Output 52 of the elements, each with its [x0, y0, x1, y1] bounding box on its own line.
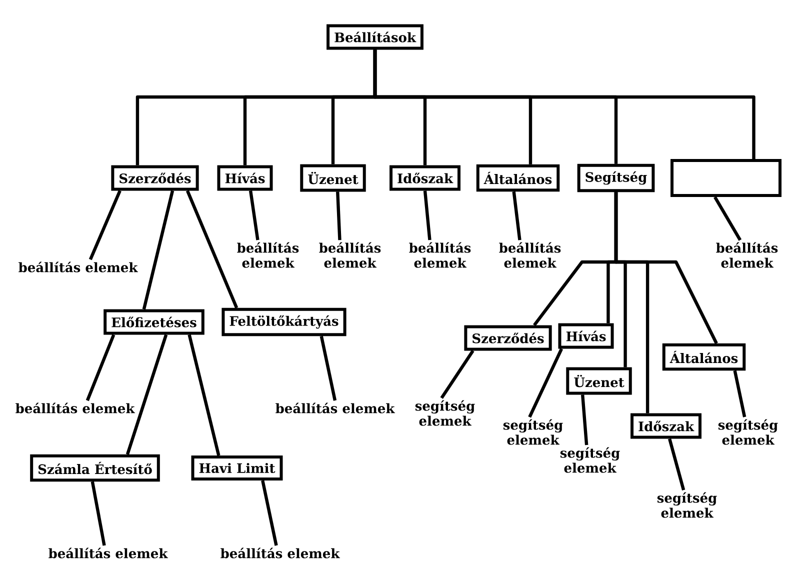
- connector-line: [614, 192, 718, 344]
- item-text: beállítás elemek: [16, 402, 135, 414]
- connector-line: [528, 348, 564, 418]
- menu-box: Időszak: [630, 413, 702, 439]
- connector-line: [142, 190, 174, 310]
- item-text: beállítás elemek: [48, 548, 168, 558]
- item-text: beállítás elemek: [319, 242, 381, 268]
- menu-box: Szerződés: [111, 165, 199, 191]
- item-text: beállítás elemek: [18, 262, 138, 272]
- menu-box: Hívás: [558, 323, 614, 349]
- menu-box: Számla Értesítő: [30, 454, 160, 482]
- menu-box: Üzenet: [566, 367, 632, 395]
- menu-box: Szerződés: [464, 325, 552, 351]
- menu-box: Hívás: [217, 165, 273, 191]
- item-text: segítség elemek: [560, 447, 620, 473]
- menu-box: Feltöltőkártyás: [222, 308, 346, 336]
- connector-line: [423, 190, 432, 240]
- item-text: beállítás elemek: [409, 242, 471, 268]
- menu-box: Előfizetéses: [104, 309, 204, 335]
- item-text: segítség elemek: [657, 492, 717, 518]
- connector-line: [512, 191, 522, 240]
- connector-line: [126, 334, 168, 455]
- menu-box: Időszak: [390, 165, 460, 191]
- item-text: beállítás elemek: [499, 242, 561, 268]
- connector-line: [714, 196, 742, 241]
- connector-line: [668, 438, 686, 490]
- item-text: segítség elemek: [718, 419, 778, 445]
- connector-line: [336, 192, 342, 240]
- item-text: beállítás elemek: [237, 242, 299, 268]
- connector-line: [248, 190, 260, 240]
- menu-box: Általános: [662, 343, 746, 371]
- connector-line: [86, 334, 116, 402]
- connector-line: [320, 336, 337, 401]
- connector-line: [88, 190, 122, 260]
- connector-line: [186, 190, 238, 308]
- connector-line: [733, 370, 746, 418]
- item-text: beállítás elemek: [276, 402, 395, 414]
- connector-line: [580, 394, 588, 446]
- item-text: segítség elemek: [415, 400, 475, 426]
- menu-box: Beállítások: [326, 24, 424, 50]
- menu-box: Segítség: [577, 164, 655, 192]
- menu-box: Általános: [476, 164, 560, 192]
- menu-box: Havi Limit: [191, 455, 283, 481]
- item-text: beállítás elemek: [716, 242, 778, 268]
- connector-line: [261, 480, 278, 546]
- connector-line: [90, 481, 106, 546]
- connector-line: [373, 50, 756, 159]
- empty-box: [670, 159, 782, 197]
- item-text: beállítás elemek: [220, 548, 340, 558]
- connector-line: [188, 334, 220, 456]
- connector-line: [440, 350, 474, 399]
- menu-box: Üzenet: [300, 164, 366, 192]
